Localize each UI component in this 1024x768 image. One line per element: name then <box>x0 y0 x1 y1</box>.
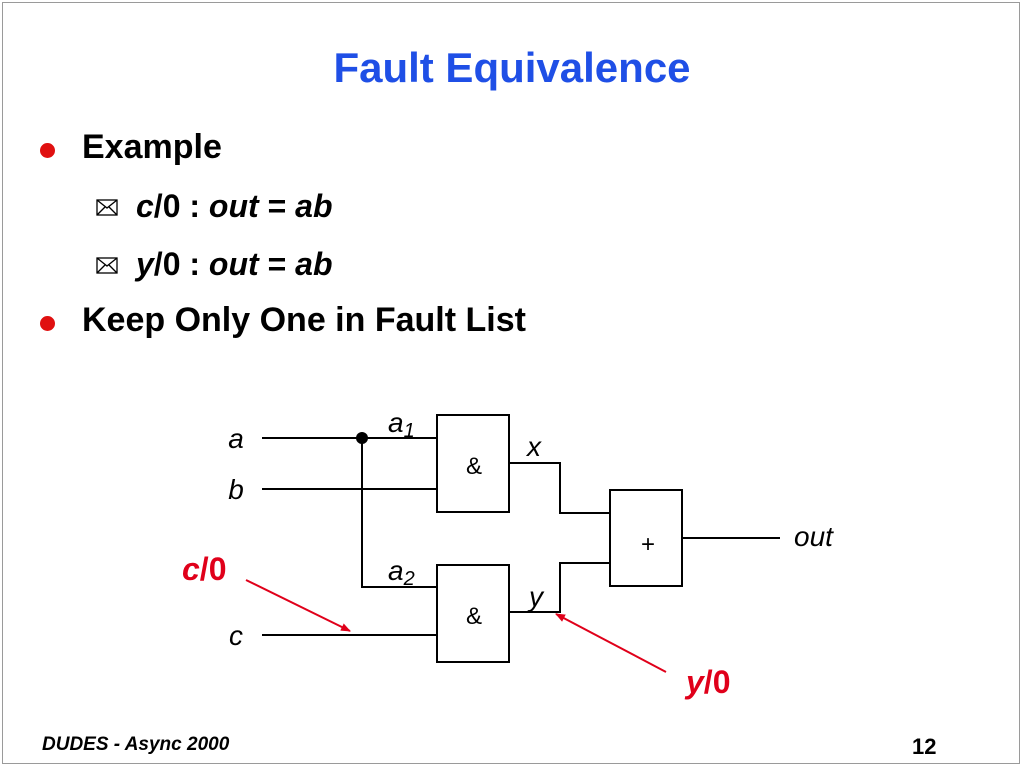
label-b: b <box>228 474 244 505</box>
label-a1-sub: 1 <box>404 420 415 442</box>
label-a1-base: a <box>388 407 404 438</box>
bullet-example: Example <box>82 128 222 166</box>
label-a2-base: a <box>388 555 404 586</box>
label-a: a <box>228 423 244 454</box>
wire-x <box>509 462 610 514</box>
fanout-junction-dot <box>356 432 368 444</box>
footer-presentation-name: DUDES - Async 2000 <box>42 734 230 755</box>
label-y: y <box>527 581 545 612</box>
label-a2-sub: 2 <box>403 568 415 590</box>
expr-out: out <box>208 188 259 224</box>
fault-rest: /0 : <box>153 188 209 224</box>
envelope-icon <box>96 199 118 216</box>
label-c: c <box>229 620 243 651</box>
and-gate-1 <box>436 414 510 513</box>
fault-y0-arrow <box>555 613 667 673</box>
fault-label-c0: c/0 <box>182 551 226 587</box>
sub-bullet-c0: c/0 : out = ab <box>136 188 332 225</box>
label-out: out <box>794 521 834 552</box>
fault-rest: /0 : <box>153 246 209 282</box>
label-a2: a2 <box>388 555 415 590</box>
bullet-keep-one: Keep Only One in Fault List <box>82 301 526 339</box>
and-gate-2-symbol: & <box>466 603 482 630</box>
expr-eq: = <box>258 188 296 224</box>
fault-c0-arrow <box>245 579 351 632</box>
page-number: 12 <box>912 734 937 759</box>
fault-y-value: /0 <box>704 664 731 700</box>
sub-bullet-y0: y/0 : out = ab <box>136 246 332 283</box>
bullet-dot-icon <box>40 143 55 158</box>
or-gate-symbol: + <box>641 531 655 558</box>
or-gate <box>609 489 683 587</box>
slide-title: Fault Equivalence <box>333 44 691 91</box>
wire-y <box>509 562 610 613</box>
label-x: x <box>525 431 542 462</box>
fault-y-var: y <box>684 664 706 700</box>
fault-var: y <box>136 246 154 282</box>
wire-a2 <box>361 438 437 588</box>
envelope-icon <box>96 257 118 274</box>
fault-c-var: c <box>182 551 200 587</box>
fault-c-value: /0 <box>200 551 227 587</box>
and-gate-1-symbol: & <box>466 453 482 480</box>
fault-var: c <box>136 188 154 224</box>
expr-out: out <box>208 246 259 282</box>
bullet-dot-icon <box>40 316 55 331</box>
fault-label-y0: y/0 <box>684 664 730 700</box>
label-a1: a1 <box>388 407 415 442</box>
and-gate-2 <box>436 564 510 663</box>
expr-value: ab <box>295 246 333 282</box>
expr-eq: = <box>258 246 296 282</box>
expr-value: ab <box>295 188 333 224</box>
